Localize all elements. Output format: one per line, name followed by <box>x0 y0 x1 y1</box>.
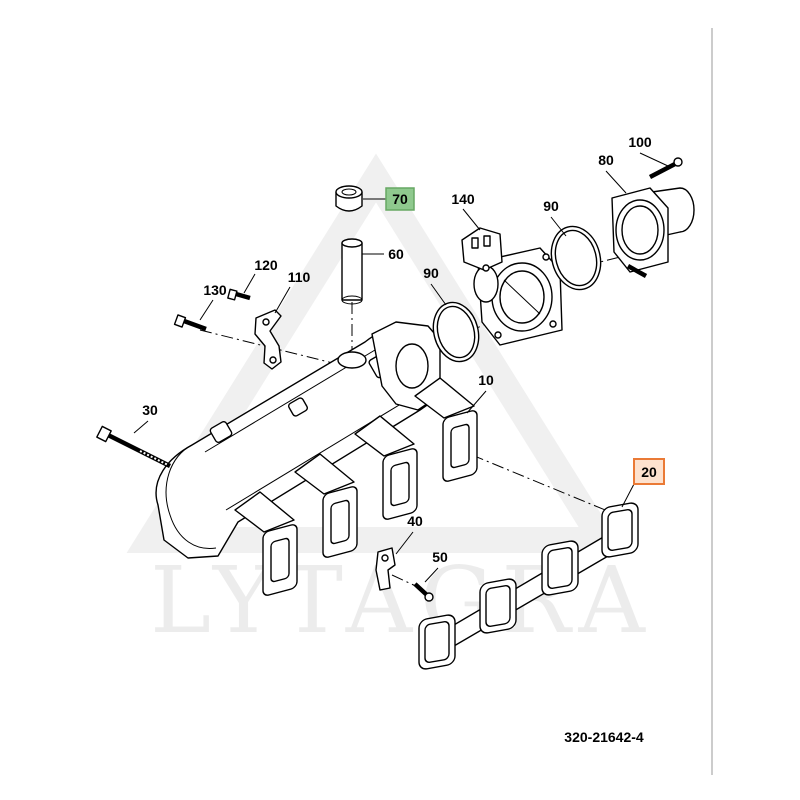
leader-90-upper <box>550 216 567 237</box>
throttle-body <box>461 227 563 346</box>
leader-10 <box>466 390 487 414</box>
callout-60[interactable]: 60 <box>388 246 404 262</box>
flange-bolt-hole <box>542 253 550 261</box>
intake-manifold <box>155 321 478 596</box>
callout-20[interactable]: 20 <box>641 464 657 480</box>
callout-70[interactable]: 70 <box>392 191 408 207</box>
manifold-gasket <box>418 502 639 670</box>
leader-40 <box>395 531 414 555</box>
leader-110 <box>274 286 291 314</box>
manifold-port-cap <box>337 351 367 369</box>
bolt-130 <box>173 314 207 332</box>
bolt-120 <box>227 288 251 301</box>
leader-140 <box>462 208 481 231</box>
leader-20 <box>621 483 635 508</box>
leader-120 <box>243 273 256 294</box>
callout-140[interactable]: 140 <box>451 191 475 207</box>
bracket-110 <box>254 309 282 370</box>
leader-130 <box>199 299 214 321</box>
callout-120[interactable]: 120 <box>254 257 278 273</box>
adapter-lower-bolt <box>626 264 648 278</box>
throttle-mount-bore <box>395 343 429 389</box>
callout-90-lower[interactable]: 90 <box>423 265 439 281</box>
watermark-triangle <box>126 153 626 553</box>
manifold-boss <box>287 397 309 417</box>
manifold-lower-edge <box>225 395 415 511</box>
throttle-plate <box>503 279 541 315</box>
callout-80[interactable]: 80 <box>598 152 614 168</box>
callout-70-highlight <box>386 188 414 210</box>
callout-50[interactable]: 50 <box>432 549 448 565</box>
flange-bolt-hole <box>494 331 502 339</box>
sensor-40 <box>375 547 396 591</box>
runner-flange <box>382 448 418 520</box>
plug <box>335 185 363 212</box>
bolt-100 <box>648 157 683 179</box>
callout-20-highlight <box>634 459 664 484</box>
manifold-runner <box>234 491 295 533</box>
leader-30 <box>133 420 149 434</box>
manifold-end-cap <box>165 444 217 549</box>
inlet-adapter <box>611 187 695 278</box>
runner-flange <box>442 410 478 482</box>
leader-90-lower <box>430 283 447 306</box>
callout-90-upper[interactable]: 90 <box>543 198 559 214</box>
leader-50 <box>424 567 439 583</box>
callout-20-highlight-border <box>633 458 665 485</box>
o-ring-upper <box>550 225 602 291</box>
bolt-50 <box>413 582 434 602</box>
manifold-runner <box>354 415 415 457</box>
leader-80 <box>605 170 627 194</box>
callouts: 100 80 140 90 70 60 120 110 130 90 10 30… <box>142 134 657 565</box>
adapter-ring-inner <box>621 205 659 255</box>
callout-100[interactable]: 100 <box>628 134 652 150</box>
tube <box>341 238 363 305</box>
callout-30[interactable]: 30 <box>142 402 158 418</box>
diagram-number: 320-21642-4 <box>564 729 644 745</box>
runner-flange <box>262 524 298 596</box>
callout-40[interactable]: 40 <box>407 513 423 529</box>
bolt-30 <box>96 425 172 469</box>
axis-manifold-to-gasket <box>471 454 611 513</box>
throttle-connector <box>461 227 503 271</box>
callout-110[interactable]: 110 <box>288 269 311 285</box>
callout-130[interactable]: 130 <box>203 282 227 298</box>
connector-pin <box>471 237 479 249</box>
callout-70-highlight-border <box>385 187 415 211</box>
manifold-runner <box>414 377 475 419</box>
leader-lines <box>133 152 669 583</box>
connector-pin <box>483 235 491 247</box>
leader-100 <box>639 152 669 167</box>
manifold-runner <box>294 453 355 495</box>
flange-bolt-hole <box>482 264 490 272</box>
runner-flange <box>322 486 358 558</box>
callout-10[interactable]: 10 <box>478 372 494 388</box>
flange-bolt-hole <box>549 320 557 328</box>
o-ring-lower <box>432 301 480 363</box>
manifold-boss <box>209 420 233 444</box>
